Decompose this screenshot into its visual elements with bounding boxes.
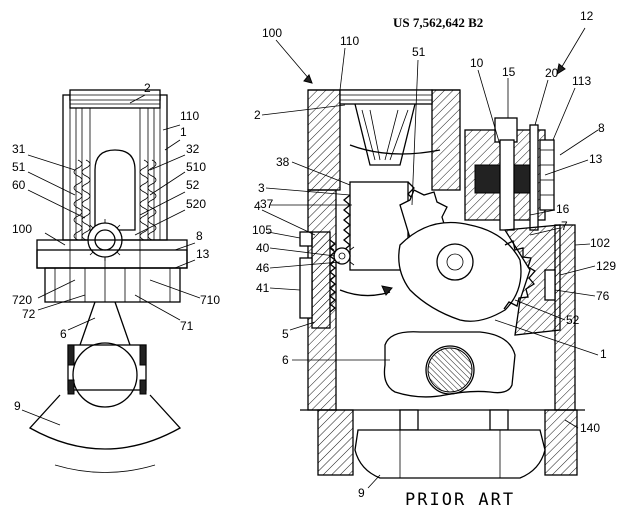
label-right-20: 20 bbox=[545, 66, 559, 80]
label-left-710: 710 bbox=[200, 293, 220, 307]
label-right-51: 51 bbox=[412, 45, 426, 59]
label-left-51: 51 bbox=[12, 160, 26, 174]
label-left-9: 9 bbox=[14, 399, 21, 413]
label-right-40: 40 bbox=[256, 241, 270, 255]
left-figure-labels: 2 110 1 31 32 51 510 60 52 520 100 8 13 … bbox=[12, 81, 220, 413]
label-right-38: 38 bbox=[276, 155, 290, 169]
label-right-13: 13 bbox=[589, 152, 603, 166]
prior-art-caption: PRIOR ART bbox=[405, 490, 515, 510]
label-left-6: 6 bbox=[60, 327, 67, 341]
label-right-10: 10 bbox=[470, 56, 484, 70]
label-right-3: 3 bbox=[258, 181, 265, 195]
label-right-37: 37 bbox=[260, 197, 274, 211]
label-left-72: 72 bbox=[22, 307, 36, 321]
label-right-100: 100 bbox=[262, 26, 282, 40]
label-left-60: 60 bbox=[12, 178, 26, 192]
label-right-2: 2 bbox=[254, 108, 261, 122]
label-left-71: 71 bbox=[180, 319, 194, 333]
label-left-100: 100 bbox=[12, 222, 32, 236]
right-figure-labels: 100 110 51 10 15 12 20 113 8 2 13 38 3 3… bbox=[252, 9, 616, 500]
label-right-110: 110 bbox=[340, 34, 359, 48]
label-left-510: 510 bbox=[186, 160, 206, 174]
label-left-720: 720 bbox=[12, 293, 32, 307]
label-right-5: 5 bbox=[282, 327, 289, 341]
label-right-129: 129 bbox=[596, 259, 616, 273]
label-right-1: 1 bbox=[600, 347, 607, 361]
label-left-2: 2 bbox=[144, 81, 151, 95]
label-right-46: 46 bbox=[256, 261, 270, 275]
label-right-105: 105 bbox=[252, 223, 272, 237]
label-right-4: 4 bbox=[254, 199, 261, 213]
left-figure bbox=[21, 89, 201, 473]
label-right-16: 16 bbox=[556, 202, 570, 216]
label-left-520: 520 bbox=[186, 197, 206, 211]
label-left-110: 110 bbox=[180, 109, 199, 123]
label-right-76: 76 bbox=[596, 289, 610, 303]
label-left-13: 13 bbox=[196, 247, 210, 261]
right-figure bbox=[261, 27, 599, 489]
label-right-7: 7 bbox=[561, 219, 568, 233]
label-right-8: 8 bbox=[598, 121, 605, 135]
label-left-1: 1 bbox=[180, 125, 187, 139]
label-right-41: 41 bbox=[256, 281, 270, 295]
label-right-102: 102 bbox=[590, 236, 610, 250]
label-right-113: 113 bbox=[572, 74, 591, 88]
label-right-140: 140 bbox=[580, 421, 600, 435]
label-left-8: 8 bbox=[196, 229, 203, 243]
label-right-9: 9 bbox=[358, 486, 365, 500]
label-right-15: 15 bbox=[502, 65, 516, 79]
label-right-6: 6 bbox=[282, 353, 289, 367]
label-right-12: 12 bbox=[580, 9, 594, 23]
label-left-52: 52 bbox=[186, 178, 200, 192]
label-left-32: 32 bbox=[186, 142, 200, 156]
label-right-52: 52 bbox=[566, 313, 580, 327]
label-left-31: 31 bbox=[12, 142, 26, 156]
patent-number: US 7,562,642 B2 bbox=[393, 15, 483, 30]
